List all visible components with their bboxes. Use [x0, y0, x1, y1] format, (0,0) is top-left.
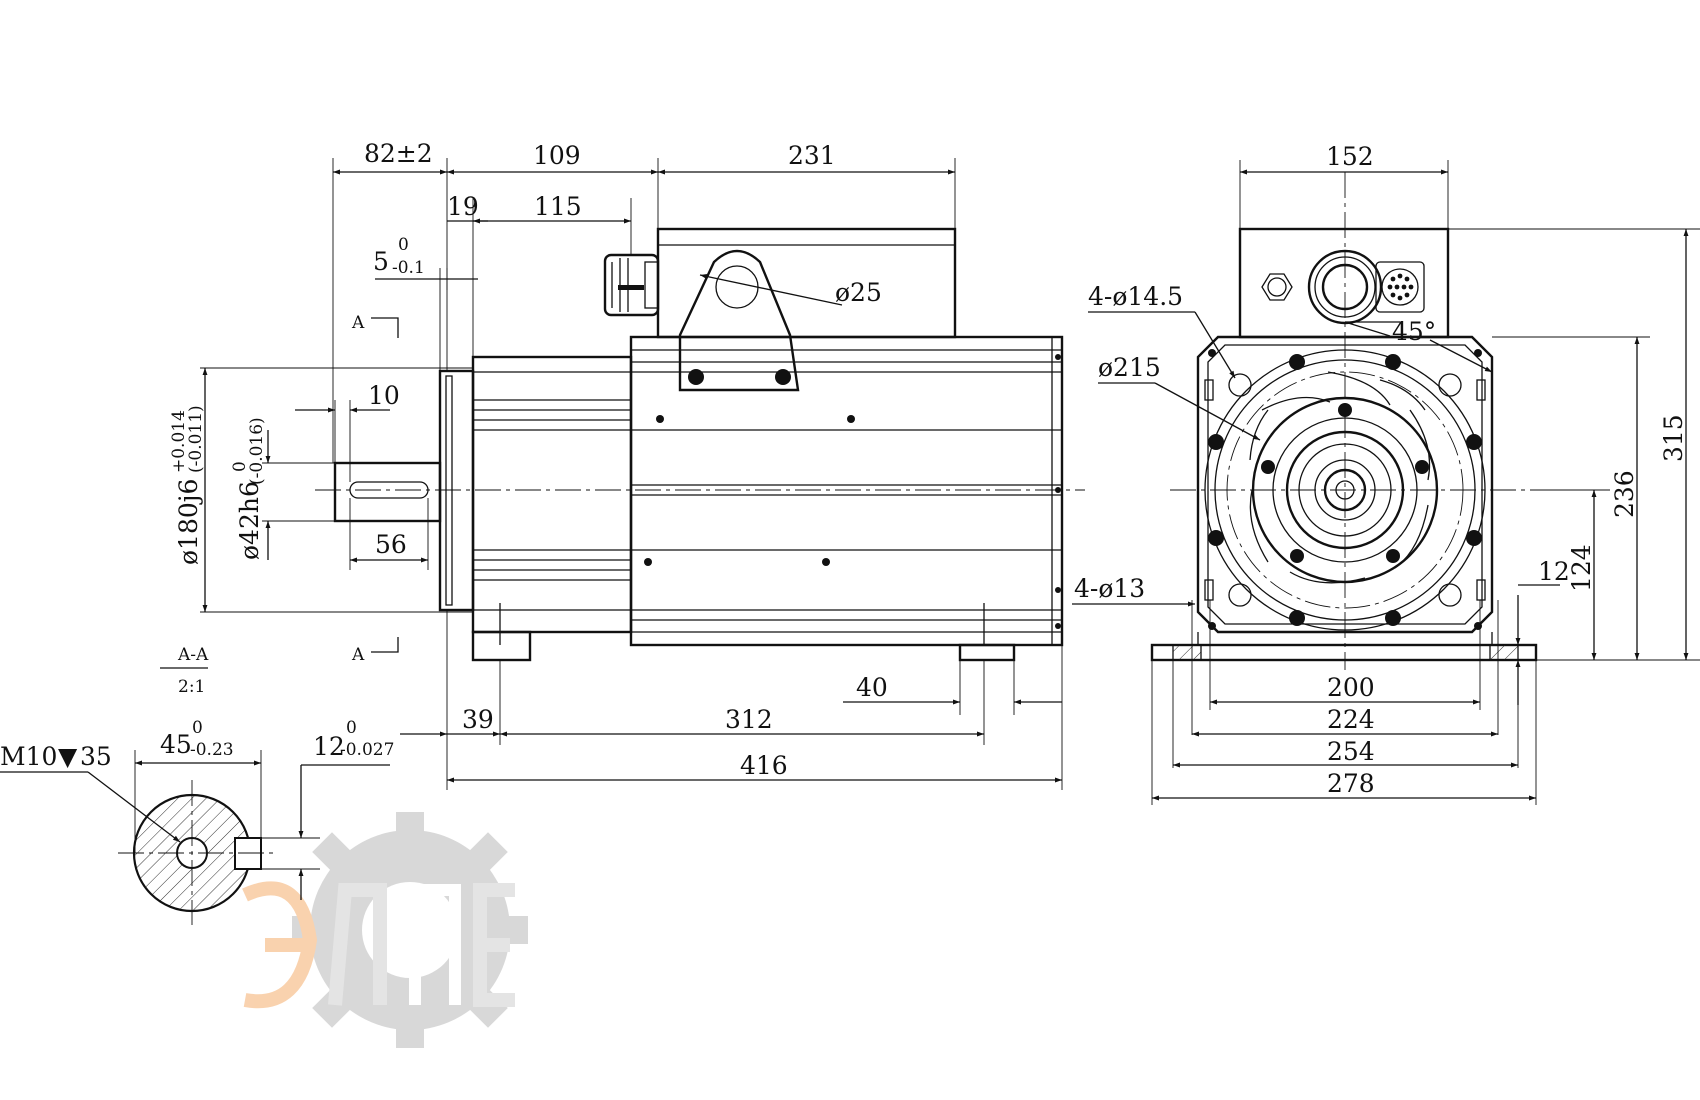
dim-115: 115 [534, 192, 582, 221]
lifting-eye [678, 249, 800, 392]
angle-45: 45° [1392, 317, 1436, 346]
dimension-text: 0 [230, 461, 250, 472]
tol-5-base: 5 [373, 247, 389, 276]
dimensions-front-top: 152 [1239, 142, 1449, 229]
mounting-holes [1228, 373, 1462, 607]
dim-254: 254 [1327, 737, 1375, 766]
front-view: 152 4-ø14.5 ø215 45° 4-ø13 [1072, 142, 1700, 805]
dim-231: 231 [788, 141, 836, 170]
dimension-text: A [351, 313, 365, 333]
thread-label: M10 [0, 742, 57, 771]
fan-blades [1249, 371, 1431, 584]
watermark-letter-e2 [473, 883, 515, 1007]
holes-13: 4-ø13 [1074, 574, 1145, 603]
dim-416: 416 [740, 751, 788, 780]
front-foot [471, 630, 532, 662]
dimensions-front-right: 315 236 124 12 [1448, 228, 1700, 705]
tol-5-upper: 0 [398, 235, 409, 255]
dim-39: 39 [462, 705, 494, 734]
dim-224: 224 [1327, 705, 1375, 734]
section-mark-top: A [351, 313, 399, 338]
dimension-text: 0 [346, 718, 357, 738]
gear-icon [292, 812, 528, 1048]
dim-124: 124 [1567, 544, 1596, 592]
dim-12-base: 12 [313, 732, 345, 761]
dimension-text: (-0.016) [247, 417, 267, 485]
front-housing [471, 355, 633, 634]
cable-gland [603, 253, 660, 317]
front-housing-fins [473, 371, 631, 611]
dim-dia25: ø25 [835, 278, 882, 307]
thread-depth: 35 [80, 742, 112, 771]
dimension-text: +0.014 [169, 410, 189, 473]
dimension-text: (-0.011) [186, 405, 206, 473]
pcd-215: ø215 [1098, 353, 1161, 382]
dim-278: 278 [1327, 769, 1375, 798]
dim-200: 200 [1327, 673, 1375, 702]
flange-bolts [1208, 354, 1482, 626]
section-mark-bottom: A [351, 637, 399, 665]
dimensions-shaft: ø180j6 +0.014 (-0.011) ø42h6 0 (-0.016) … [169, 367, 473, 613]
side-view: A A 82±2 109 231 19 115 [169, 139, 1085, 790]
front-flange [1196, 335, 1494, 634]
tol-5-lower: -0.1 [392, 258, 425, 278]
section-view: A-A 2:1 45 0 -0.23 12 0 -0.027 M10 ▼ 35 [0, 645, 394, 925]
dimension-text: A [351, 645, 365, 665]
front-leaders: 4-ø14.5 ø215 45° 4-ø13 [1072, 282, 1493, 607]
thread-depth-symbol: ▼ [58, 742, 78, 771]
dim-dia180: ø180j6 [174, 479, 203, 565]
dim-236: 236 [1610, 470, 1639, 518]
watermark-letter-l [328, 883, 387, 1006]
connector-icon [1375, 261, 1425, 313]
dim-12: 12 [1538, 557, 1570, 586]
dim-56: 56 [375, 530, 407, 559]
base-plate [1150, 632, 1538, 662]
dim-45-base: 45 [160, 730, 192, 759]
watermark-logo [242, 812, 528, 1048]
dim-315: 315 [1659, 414, 1688, 462]
dim-82: 82±2 [364, 139, 433, 168]
cable-gland-front [1307, 249, 1383, 325]
section-scale: 2:1 [178, 677, 205, 697]
dimensions-top: 82±2 109 231 19 115 5 0 -0.1 ø25 [332, 139, 956, 463]
dim-40: 40 [856, 673, 888, 702]
dim-dia42: ø42h6 [235, 481, 264, 560]
dim-312: 312 [725, 705, 773, 734]
holes-14-5: 4-ø14.5 [1088, 282, 1183, 311]
dimensions-bottom: 39 312 40 416 [400, 610, 1063, 790]
watermark-letter-p [409, 884, 461, 1005]
main-body-lines [631, 337, 1062, 645]
flange-spigot [445, 375, 453, 606]
gland-nut-icon [1261, 273, 1293, 301]
flange [438, 369, 475, 612]
rear-foot [958, 643, 1016, 662]
dimension-text: -0.027 [340, 740, 394, 760]
dim-152: 152 [1326, 142, 1374, 171]
dimensions-front-bottom: 200 224 254 278 [1151, 600, 1537, 805]
shaft-key [349, 481, 429, 499]
watermark-letter-e [242, 881, 318, 1009]
dim-10: 10 [368, 381, 400, 410]
dimension-text: -0.23 [190, 740, 234, 760]
dim-19: 19 [447, 192, 479, 221]
dim-109: 109 [533, 141, 581, 170]
dimension-text: 0 [192, 718, 203, 738]
section-title: A-A [177, 645, 209, 665]
body-bolts [644, 354, 1061, 629]
